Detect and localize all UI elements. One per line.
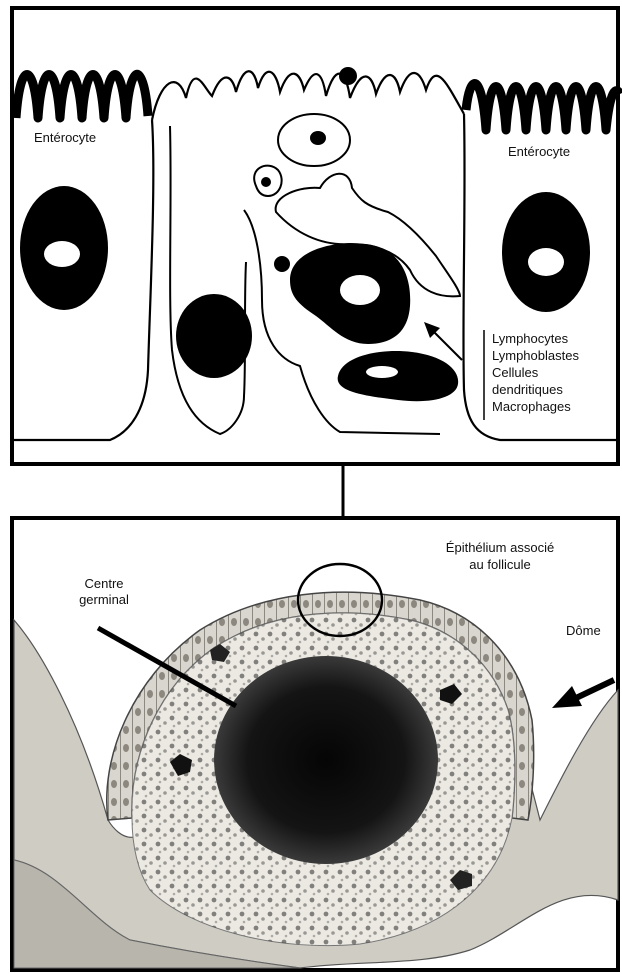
enterocyte-label-right: Entérocyte bbox=[508, 144, 570, 160]
cell-type-list: Lymphocytes Lymphoblastes Cellules dendr… bbox=[492, 330, 579, 415]
left-nucleolus bbox=[44, 241, 80, 267]
cell-type-item: Macrophages bbox=[492, 398, 579, 415]
vesicle-dot bbox=[310, 131, 326, 145]
germinal-centre-label: Centre germinal bbox=[64, 576, 144, 608]
lymphocyte-nucleolus bbox=[340, 275, 380, 305]
enterocyte-label-left: Entérocyte bbox=[34, 130, 96, 146]
macrophage-nucleolus bbox=[366, 366, 398, 378]
small-particle bbox=[274, 256, 290, 272]
dome-label: Dôme bbox=[566, 623, 601, 639]
apical-particle bbox=[339, 67, 357, 85]
cell-type-item: Lymphocytes bbox=[492, 330, 579, 347]
centre-label-line2: germinal bbox=[64, 592, 144, 608]
epithelium-label: Épithélium associé au follicule bbox=[420, 539, 580, 573]
germinal-centre bbox=[214, 656, 438, 864]
right-nucleolus bbox=[528, 248, 564, 276]
budding-dot bbox=[261, 177, 271, 187]
epithelium-label-line1: Épithélium associé bbox=[420, 539, 580, 556]
epithelium-label-line2: au follicule bbox=[420, 556, 580, 573]
cell-type-item: Lymphoblastes bbox=[492, 347, 579, 364]
centre-label-line1: Centre bbox=[64, 576, 144, 592]
cell-type-item: Cellules bbox=[492, 364, 579, 381]
cell-type-item: dendritiques bbox=[492, 381, 579, 398]
m-cell-nucleus bbox=[176, 294, 252, 378]
